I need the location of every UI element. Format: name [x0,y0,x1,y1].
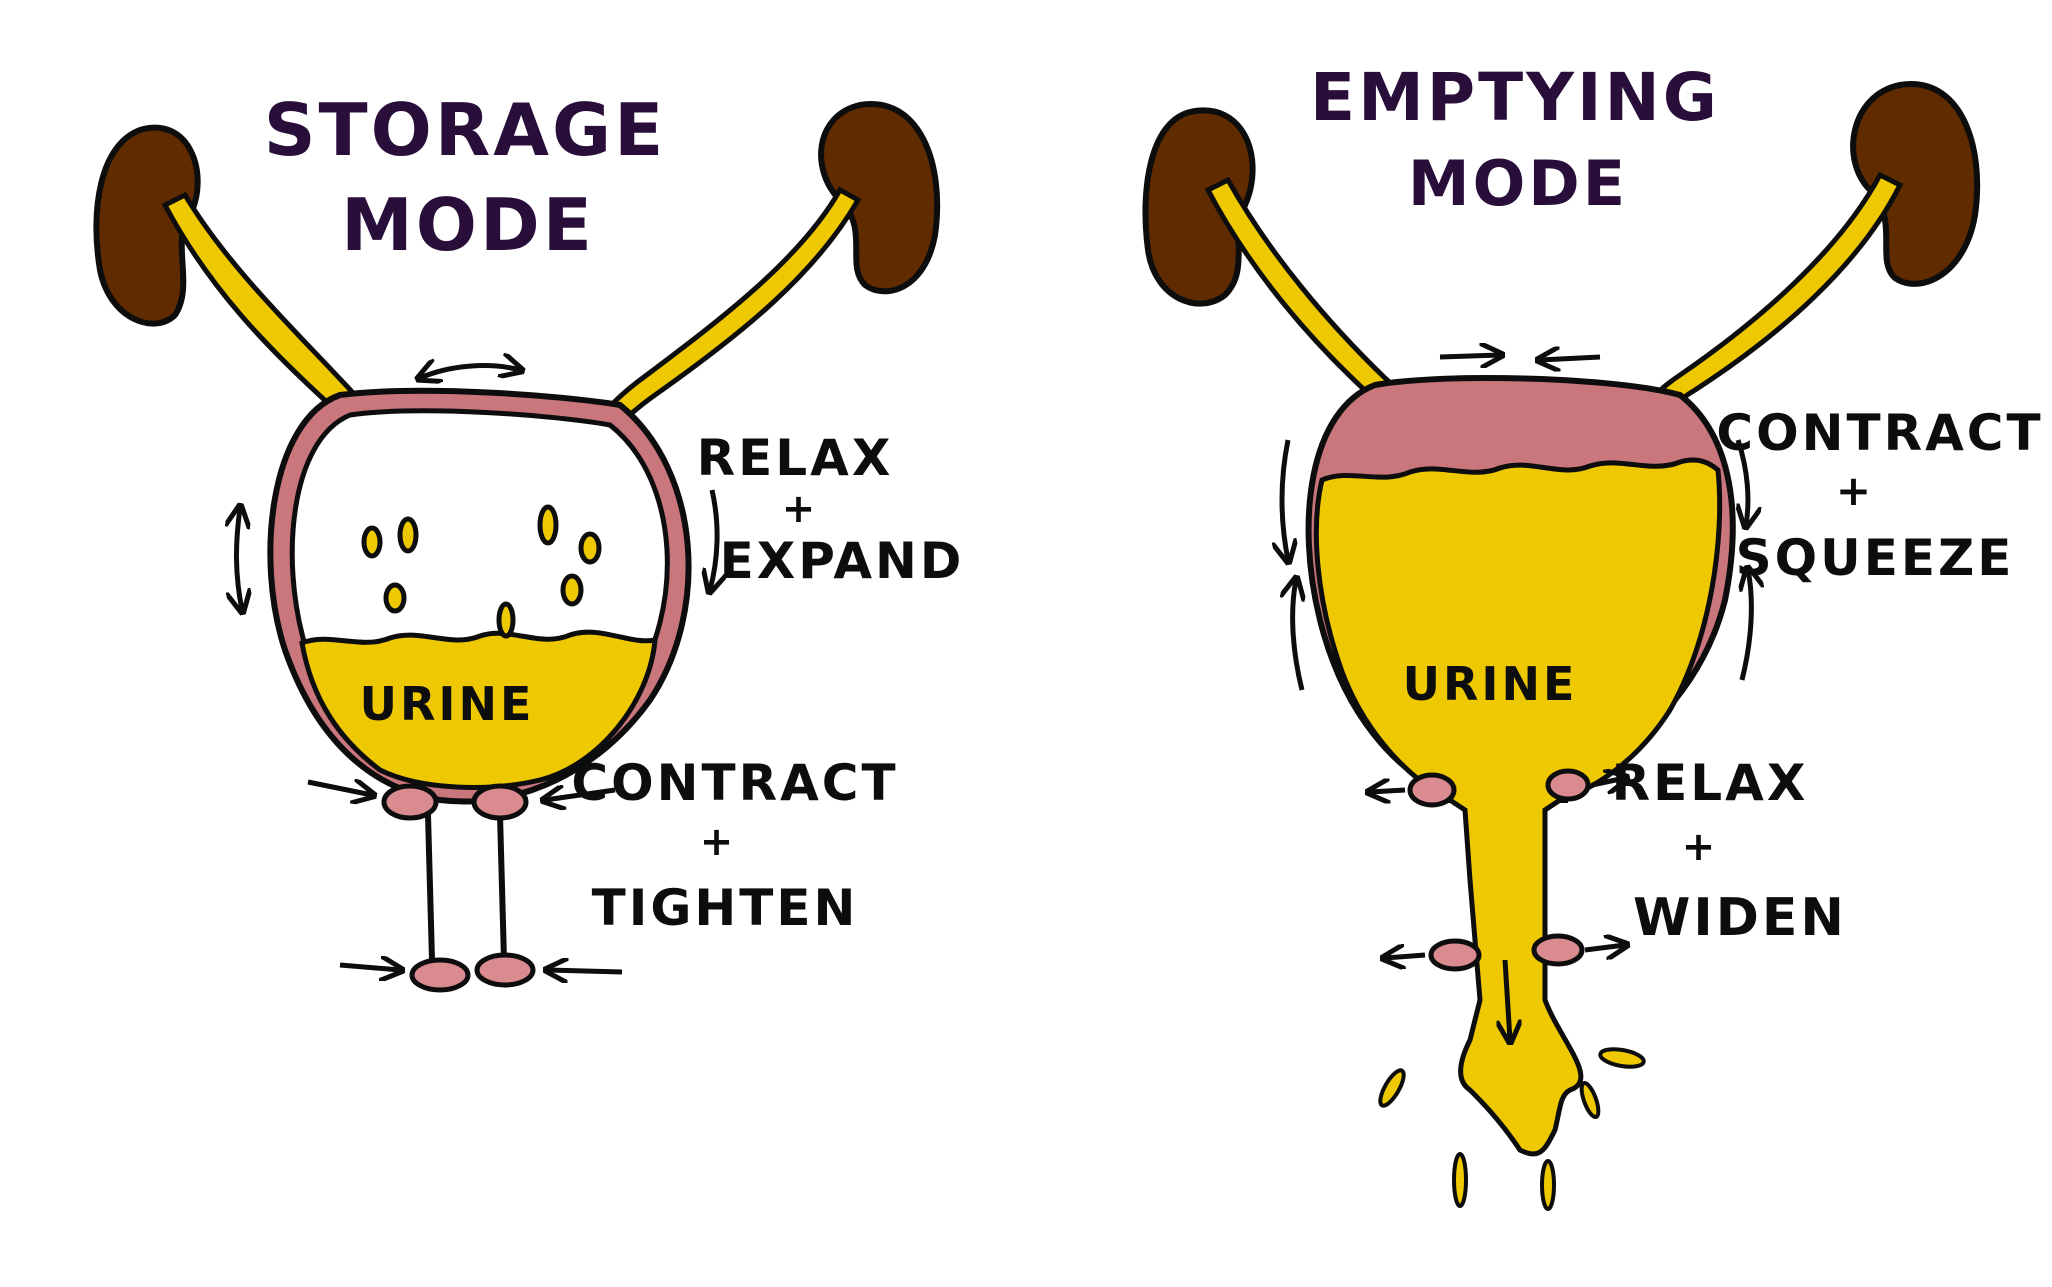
urine-drop-icon [1378,1047,1646,1211]
arrow-icon [339,965,400,970]
emptying-wall-line2: + [1836,466,1874,515]
arrow-icon [1370,790,1406,792]
storage-wall-line1: RELAX [697,429,894,487]
arrow-icon [307,782,372,795]
emptying-urine-label: URINE [1403,657,1578,711]
storage-sphincter-line2: + [700,819,737,865]
emptying-wall-line3: SQUEEZE [1736,529,2015,587]
arrow-icon [548,970,623,972]
storage-mode-panel: STORAGE MODE URINE RELAX + EXP [93,88,965,993]
kidney-icon [1142,107,1256,307]
storage-title-line2: MODE [341,183,595,267]
arrow-icon [710,489,717,590]
arrow-icon [1540,357,1601,360]
urine-drop-icon [361,504,602,639]
emptying-mode-panel: EMPTYING MODE URINE [1142,59,2043,1211]
emptying-title-line1: EMPTYING [1310,59,1720,136]
sphincter-icon [381,783,536,993]
kidney-icon [93,124,201,327]
emptying-sphincter-line2: + [1682,824,1719,870]
arrow-icon [1742,570,1751,681]
emptying-sphincter-line1: RELAX [1612,754,1809,812]
arrow-icon [236,508,242,610]
urine-pool [299,629,658,790]
storage-urine-label: URINE [360,677,535,731]
arrow-icon [545,790,616,800]
arrow-icon [1591,778,1625,785]
arrow-icon [1738,439,1748,525]
emptying-sphincter-line3: WIDEN [1633,888,1847,948]
kidney-icon [1850,81,1981,287]
arrow-icon [1282,439,1288,560]
sphincter-icon [1407,768,1591,972]
arrow-icon [1385,955,1426,958]
arrow-icon [1293,580,1302,691]
arrow-icon [1584,945,1625,950]
emptying-wall-line1: CONTRACT [1716,404,2043,462]
storage-wall-line2: + [782,486,819,532]
urethra [425,814,507,961]
storage-wall-line3: EXPAND [720,532,965,590]
arrow-icon [1505,959,1510,1040]
storage-sphincter-line3: TIGHTEN [592,879,859,937]
arrow-icon [420,366,520,378]
arrow-icon [1439,355,1500,357]
storage-title-line1: STORAGE [264,88,667,172]
emptying-title-line2: MODE [1408,147,1628,220]
storage-sphincter-line1: CONTRACT [571,754,898,812]
kidney-icon [818,101,941,295]
